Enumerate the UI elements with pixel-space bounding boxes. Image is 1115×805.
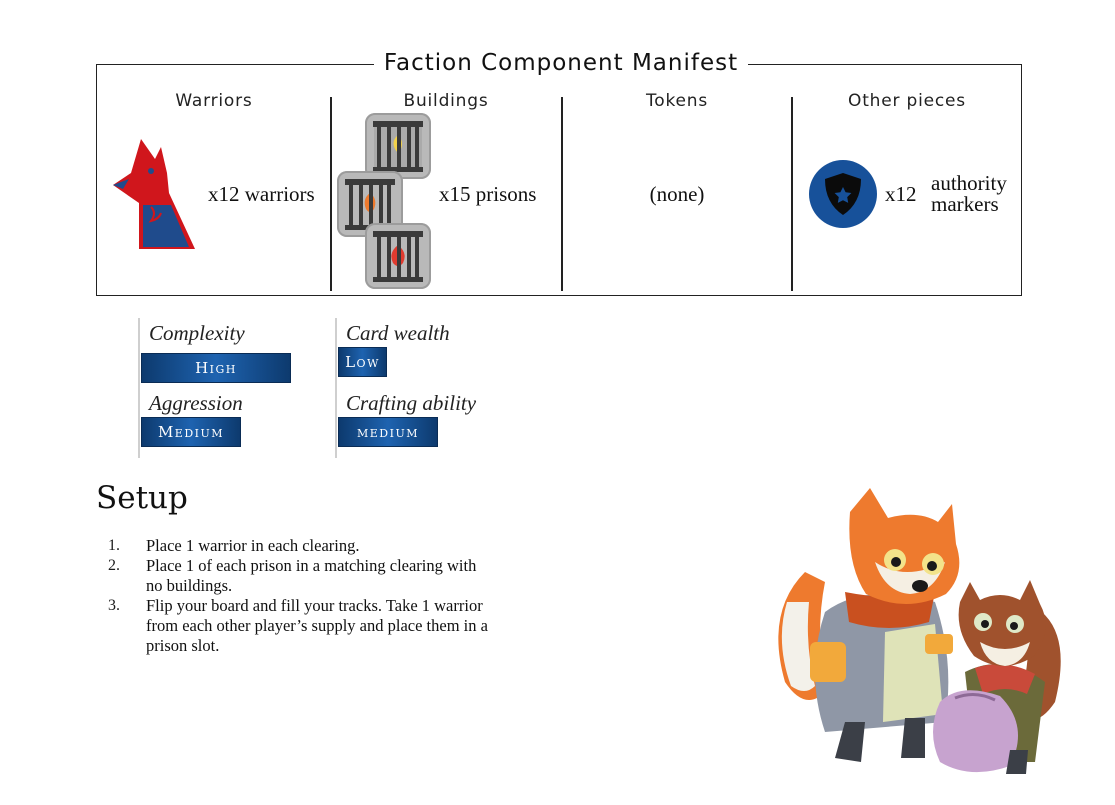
ratings-right: Card wealth Low Crafting ability medium (335, 318, 507, 458)
column-divider (791, 97, 793, 291)
authority-label-line2: markers (931, 192, 999, 216)
warrior-meeple-icon (113, 139, 195, 249)
buildings-heading: Buildings (403, 91, 489, 111)
authority-count: x12 (885, 182, 917, 206)
manifest-title: Faction Component Manifest (374, 46, 748, 80)
aggression-label: Aggression (149, 391, 243, 415)
step-text: Place 1 warrior in each clearing. (146, 536, 360, 555)
authority-label-line1: authority (931, 171, 1007, 195)
step-text: Place 1 of each prison in a matching cle… (146, 556, 477, 595)
fox-squirrel-illustration (778, 488, 1061, 774)
card-wealth-label: Card wealth (346, 321, 450, 345)
card-wealth-value-bar: Low (338, 347, 387, 377)
step-number: 3. (108, 597, 120, 614)
setup-step: 3. Flip your board and fill your tracks.… (108, 596, 488, 656)
crafting-ability-label: Crafting ability (346, 391, 477, 415)
warriors-column: Warriors x12 warriors (97, 65, 331, 297)
setup-heading: Setup (96, 480, 188, 516)
step-text: Flip your board and fill your tracks. Ta… (146, 596, 488, 655)
warriors-count: x12 warriors (208, 182, 315, 206)
warriors-heading: Warriors (175, 91, 253, 111)
setup-step: 2. Place 1 of each prison in a matching … (108, 556, 488, 596)
ratings-left: Complexity High Aggression Medium (138, 318, 310, 458)
column-divider (330, 97, 332, 291)
prisons-count: x15 prisons (439, 182, 537, 206)
column-divider (561, 97, 563, 291)
tokens-column: Tokens (none) (562, 65, 792, 297)
prison-tile-icon (365, 113, 431, 179)
other-pieces-heading: Other pieces (848, 91, 966, 111)
step-number: 2. (108, 557, 120, 574)
tokens-heading: Tokens (645, 91, 709, 111)
crafting-ability-value-bar: medium (338, 417, 438, 447)
prison-tile-icon (365, 223, 431, 289)
setup-steps-list: 1. Place 1 warrior in each clearing. 2. … (108, 536, 488, 656)
other-pieces-column: Other pieces x12 authority markers (792, 65, 1022, 297)
authority-marker-icon (809, 160, 877, 228)
tokens-none-text: (none) (649, 182, 705, 206)
component-manifest: Warriors x12 warriors Buildings (96, 64, 1022, 296)
aggression-value-bar: Medium (141, 417, 241, 447)
buildings-column: Buildings (331, 65, 561, 297)
complexity-label: Complexity (149, 321, 245, 345)
setup-step: 1. Place 1 warrior in each clearing. (108, 536, 488, 556)
complexity-value-bar: High (141, 353, 291, 383)
step-number: 1. (108, 537, 120, 554)
